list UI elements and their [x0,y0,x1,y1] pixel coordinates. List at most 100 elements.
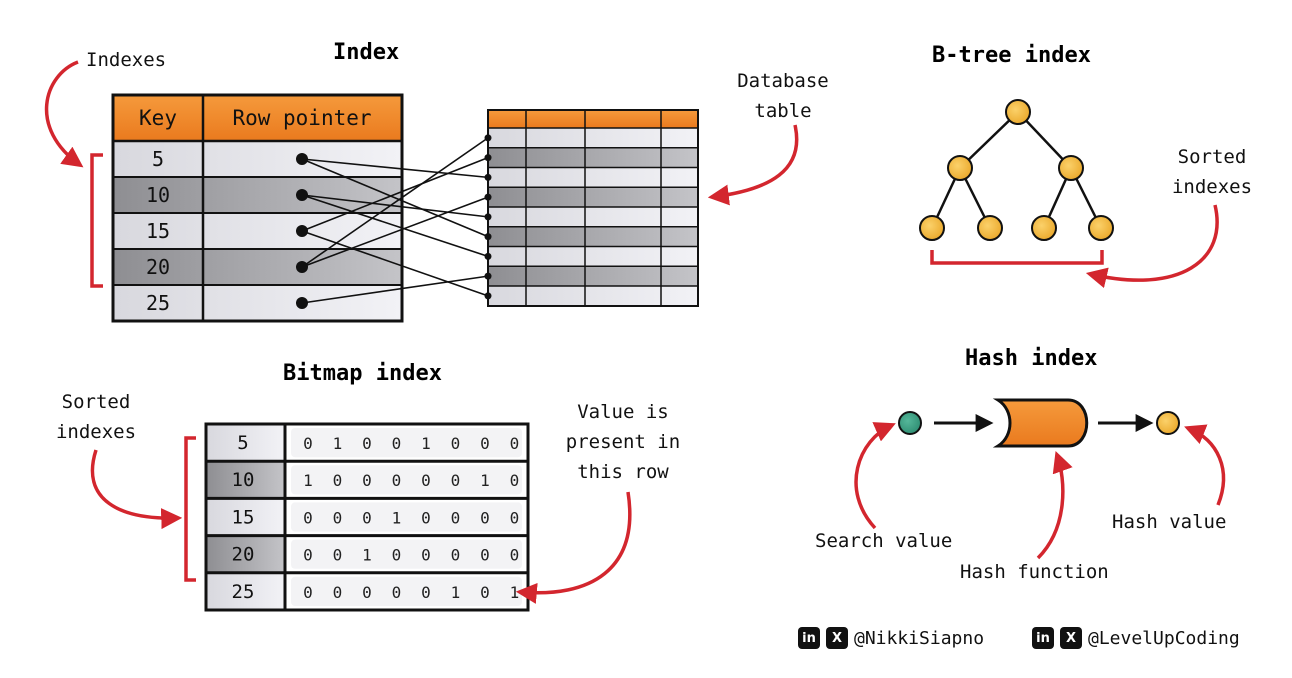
author-handle[interactable]: @NikkiSiapno [854,627,985,649]
bitmap-key: 15 [232,506,255,528]
bitmap-bit: 1 [421,434,431,453]
indexes-bracket-line [90,153,103,288]
db-row-dot [484,252,492,260]
bitmap-bit: 0 [421,471,431,490]
bitmap-bit: 1 [480,471,490,490]
pointer-line [301,158,489,238]
bitmap-bit: 0 [510,471,520,490]
bitmap-key-cell [206,572,285,610]
row-pointer-dot [296,225,308,237]
linkedin-icon[interactable]: in [798,627,820,649]
bitmap-bit: 1 [451,583,461,602]
x-icon[interactable]: X [826,627,848,649]
bitmap-bit: 0 [480,508,490,527]
database-table-label: Database table [733,66,833,126]
bitmap-sorted-arrow [90,449,183,530]
index-title: Index [333,40,400,65]
btree-sorted-label: Sorted indexes [1166,142,1258,202]
bitmap-bits-bg [291,502,522,532]
value-present-line-3: this row [577,461,669,483]
bitmap-bit: 0 [510,434,520,453]
bitmap-bit: 1 [392,508,402,527]
value-present-line-1: Value is [577,401,669,423]
row-pointer-dot [296,297,308,309]
row-pointer-dot [296,153,308,165]
bitmap-bits-bg [291,539,522,569]
bitmap-bit: 0 [480,434,490,453]
db-row [488,147,698,168]
index-table-border [111,93,404,323]
index-key: 5 [152,147,164,171]
bitmap-bit: 0 [480,583,490,602]
pointer-line [301,194,489,258]
bitmap-key-cell [206,498,285,536]
db-row [488,266,698,286]
bitmap-bit: 0 [333,583,343,602]
index-key: 15 [146,219,170,243]
btree-internal-node [1058,155,1084,181]
bitmap-bit: 0 [510,508,520,527]
bitmap-bit: 0 [362,508,372,527]
bitmap-bit: 0 [303,546,313,565]
index-header-bg [113,95,402,141]
bitmap-bit: 0 [392,434,402,453]
x-icon[interactable]: X [1060,627,1082,649]
bitmap-bit: 0 [421,508,431,527]
btree-internal-node [947,155,973,181]
brand-handle[interactable]: @LevelUpCoding [1088,627,1240,649]
pointer-line [301,137,489,268]
bitmap-key: 5 [237,432,248,454]
btree-sorted-line-1: Sorted [1177,146,1247,168]
bitmap-bit: 0 [451,508,461,527]
bitmap-sorted-line-1: Sorted [61,391,131,413]
indexes-arrow [44,60,84,168]
bitmap-bit: 1 [510,583,520,602]
bitmap-bit: 0 [392,546,402,565]
bitmap-bit: 0 [333,508,343,527]
footer-author: in X @NikkiSiapno [798,624,984,652]
btree-title: B-tree index [932,43,1091,68]
db-header-bg [488,110,698,128]
bitmap-sorted-line-2: indexes [55,421,137,443]
value-present-label: Value is present in this row [556,397,690,487]
index-key: 10 [146,183,170,207]
pointer-line [301,196,489,268]
bitmap-bit: 0 [480,546,490,565]
value-present-arrow [515,491,632,604]
bitmap-bit: 0 [421,546,431,565]
bitmap-bits-bg [291,428,522,458]
db-row-dot [484,154,492,162]
row-pointer-dot [296,261,308,273]
database-table [487,109,699,307]
bitmap-bit: 0 [333,471,343,490]
bitmap-bit: 0 [303,434,313,453]
db-row [488,128,698,148]
pointer-line [301,156,489,232]
bitmap-bit: 0 [392,471,402,490]
db-row-dot [484,173,492,181]
db-table-border [487,109,699,307]
db-row [488,226,698,247]
db-row-dot [484,272,492,280]
linkedin-icon[interactable]: in [1032,627,1054,649]
bitmap-bits-bg [291,576,522,606]
db-row [488,207,698,227]
index-row [113,285,402,321]
bitmap-bit: 0 [510,546,520,565]
bitmap-bits-bg [291,465,522,495]
btree-leaf-node [1088,215,1114,241]
bitmap-bit: 0 [362,434,372,453]
search-value-arrow [854,422,896,530]
bitmap-key-cell [206,461,285,499]
bitmap-key: 25 [232,581,255,603]
bitmap-table-border [204,422,530,612]
index-row [113,249,402,285]
bitmap-key: 20 [232,544,255,566]
bitmap-bit: 0 [451,434,461,453]
bitmap-bit: 0 [362,471,372,490]
search-value-node [898,411,922,435]
bitmap-bit: 1 [362,546,372,565]
pointer-line [301,194,489,218]
db-row-dot [484,292,492,300]
index-row [113,141,402,177]
